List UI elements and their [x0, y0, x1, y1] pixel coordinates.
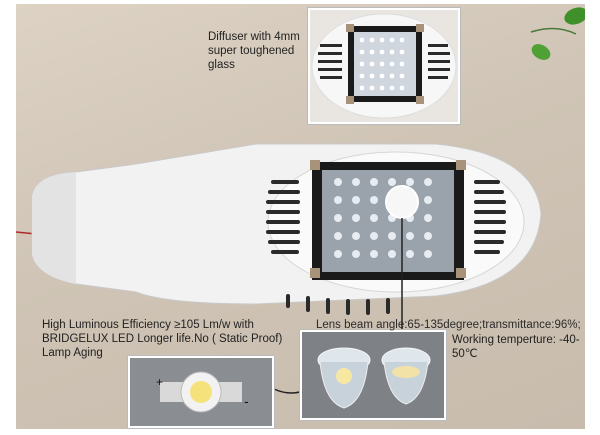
minus-symbol: - [244, 393, 249, 409]
lamp-housing [31, 143, 542, 315]
lens-icon [317, 347, 431, 409]
led-chip-inset: + - [128, 356, 274, 428]
lens-label: Lens beam angle:65-135degree;transmittan… [316, 319, 581, 331]
lens-highlight [385, 185, 419, 219]
plus-symbol: + [156, 375, 163, 389]
efficiency-label: High Luminous Efficiency ≥105 Lm/w with … [42, 319, 283, 359]
lens-inset [300, 330, 446, 420]
led-array [334, 178, 432, 258]
diffuser-label: Diffuser with 4mm super toughened glass [208, 31, 300, 71]
diffuser-inset [308, 8, 460, 124]
leaf-icon [530, 7, 585, 60]
led-chip-icon: + - [156, 371, 249, 413]
street-light-illustration [16, 7, 585, 394]
temperature-label: Working temperture: -40-50℃ [452, 334, 580, 360]
photo-background [16, 4, 585, 429]
